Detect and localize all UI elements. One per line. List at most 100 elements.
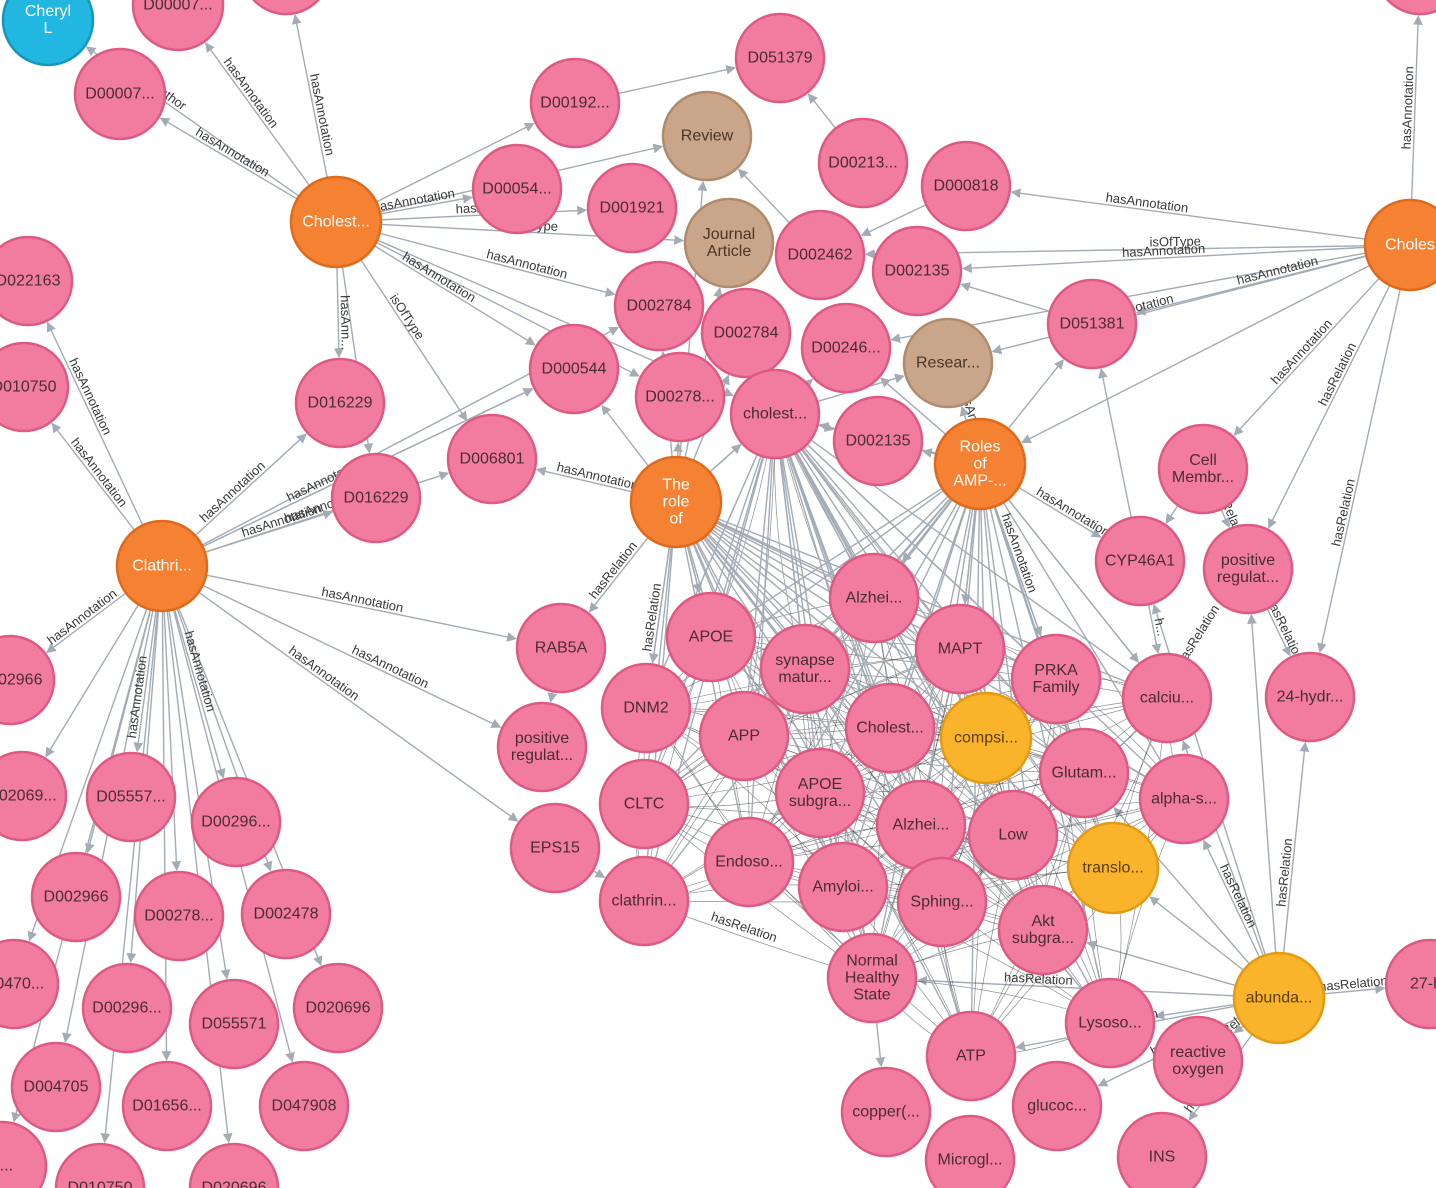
node-d051381[interactable]: D051381 (1046, 278, 1138, 370)
node-d00007b[interactable]: D00007... (73, 47, 167, 141)
node-label: of (973, 456, 987, 473)
node-d00296b[interactable]: D00296... (81, 962, 173, 1054)
node-review[interactable]: Review (661, 90, 753, 182)
node-d022163[interactable]: D022163 (0, 235, 74, 327)
node-clathrin[interactable]: clathrin... (598, 855, 690, 947)
node-d002462[interactable]: D002462 (774, 209, 866, 301)
node-d016229a[interactable]: D016229 (294, 357, 386, 449)
node-alzhei1[interactable]: Alzhei... (828, 552, 920, 644)
node-eps15[interactable]: EPS15 (509, 802, 601, 894)
node-choles_r[interactable]: Choles (1363, 198, 1436, 292)
node-ins[interactable]: INS (1116, 1111, 1208, 1188)
node-d001921[interactable]: D001921 (586, 162, 678, 254)
node-d01656[interactable]: D01656... (121, 1060, 213, 1152)
edge-d051381-d002135a (960, 282, 1051, 312)
node-sphing[interactable]: Sphing... (896, 856, 988, 948)
node-d002966l[interactable]: D002966 (0, 634, 56, 726)
node-compsi[interactable]: compsi... (939, 691, 1033, 785)
node-amyloi[interactable]: Amyloi... (797, 841, 889, 933)
node-rab5a[interactable]: RAB5A (515, 602, 607, 694)
node-apoe[interactable]: APOE (665, 591, 757, 683)
node-hub-circle (1363, 198, 1436, 292)
node-d02069[interactable]: D02069... (0, 750, 68, 842)
node-clathri[interactable]: Clathri... (115, 519, 209, 613)
node-cholest_c[interactable]: Cholest... (844, 682, 936, 774)
node-d051379[interactable]: D051379 (734, 12, 826, 104)
node-cltc[interactable]: CLTC (598, 758, 690, 850)
node-mapt[interactable]: MAPT (914, 603, 1006, 695)
node-d00246[interactable]: D00246... (800, 302, 892, 394)
node-d000544[interactable]: D000544 (528, 323, 620, 415)
node-d016229b[interactable]: D016229 (330, 452, 422, 544)
node-cell_membr[interactable]: CellMembr... (1157, 423, 1249, 515)
node-roles[interactable]: RolesofAMP-... (933, 417, 1027, 511)
node-d00192[interactable]: D00192... (529, 57, 621, 149)
node-copper[interactable]: copper(... (840, 1066, 932, 1158)
node-endoso[interactable]: Endoso... (703, 816, 795, 908)
node-label: Alzhei... (846, 590, 903, 607)
node-d0470[interactable]: D0470... (0, 938, 60, 1030)
node-cholest1[interactable]: Cholest... (289, 175, 383, 269)
node-d00278b[interactable]: D00278... (133, 870, 225, 962)
node-mesh-circle (30, 851, 122, 943)
node-calciu[interactable]: calciu... (1121, 652, 1213, 744)
node-d020696b[interactable]: D020696 (188, 1142, 280, 1188)
node-d00213[interactable]: D00213... (817, 117, 909, 209)
node-dnm2[interactable]: DNM2 (600, 662, 692, 754)
node-label: D022163 (0, 273, 61, 290)
node-d002966b[interactable]: D002966 (30, 851, 122, 943)
node-d05557[interactable]: D05557... (85, 751, 177, 843)
node-akt[interactable]: Aktsubgra... (997, 884, 1089, 976)
node-low[interactable]: Low (967, 789, 1059, 881)
node-d00278a[interactable]: D00278... (634, 351, 726, 443)
node-pos_reg_l[interactable]: positiveregulat... (496, 701, 588, 793)
node-top_l[interactable] (242, 0, 330, 16)
node-d00007a[interactable]: D00007... (131, 0, 225, 52)
node-d004705[interactable]: D004705 (10, 1041, 102, 1133)
node-hydr24[interactable]: 24-hydr... (1264, 651, 1356, 743)
node-atp[interactable]: ATP (925, 1010, 1017, 1102)
node-d002784a[interactable]: D002784 (613, 260, 705, 352)
node-d006801[interactable]: D006801 (446, 413, 538, 505)
node-top_r[interactable] (1376, 0, 1436, 16)
node-d00296a[interactable]: D00296... (190, 776, 282, 868)
node-d00054[interactable]: D00054... (471, 143, 563, 235)
node-alzhei2[interactable]: Alzhei... (875, 779, 967, 871)
edge-clathri-d002966l (46, 592, 127, 653)
node-microgl[interactable]: Microgl... (924, 1114, 1016, 1188)
node-d002135b[interactable]: D002135 (832, 395, 924, 487)
node-label: Healthy (845, 970, 899, 987)
node-alpha_s[interactable]: alpha-s... (1138, 753, 1230, 845)
node-cyp46a1[interactable]: CYP46A1 (1094, 515, 1186, 607)
node-glutam[interactable]: Glutam... (1038, 727, 1130, 819)
node-d047908[interactable]: D047908 (258, 1060, 350, 1152)
node-translo[interactable]: translo... (1066, 821, 1160, 915)
node-d002784b[interactable]: D002784 (700, 287, 792, 379)
node-glucoc[interactable]: glucoc... (1011, 1060, 1103, 1152)
node-d055571[interactable]: D055571 (188, 978, 280, 1070)
node-d010750[interactable]: D010750 (0, 341, 70, 433)
node-d020696a[interactable]: D020696 (292, 962, 384, 1054)
node-mesh-circle (613, 260, 705, 352)
node-abunda[interactable]: abunda... (1232, 951, 1326, 1045)
node-d8[interactable]: 8... (0, 1120, 48, 1188)
node-d010750b[interactable]: D010750 (54, 1142, 146, 1188)
node-cholest_m[interactable]: cholest... (729, 368, 821, 460)
node-hy27[interactable]: 27-hy (1384, 938, 1436, 1030)
node-apoe_sub[interactable]: APOEsubgra... (774, 747, 866, 839)
node-d002478[interactable]: D002478 (240, 868, 332, 960)
node-resear[interactable]: Resear... (902, 317, 994, 409)
node-pos_reg_r[interactable]: positiveregulat... (1202, 523, 1294, 615)
node-synapse[interactable]: synapsematur... (759, 623, 851, 715)
node-lysoso[interactable]: Lysoso... (1064, 977, 1156, 1069)
node-app[interactable]: APP (698, 690, 790, 782)
node-d002135a[interactable]: D002135 (871, 225, 963, 317)
node-d000818[interactable]: D000818 (920, 140, 1012, 232)
